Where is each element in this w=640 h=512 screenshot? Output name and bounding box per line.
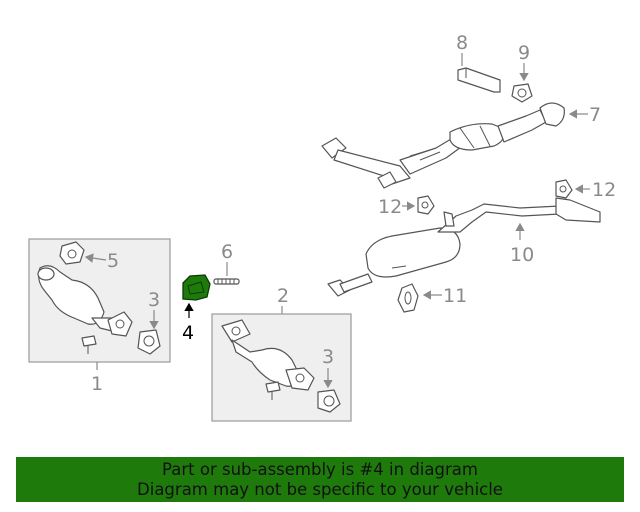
- callout-5-arrow: [84, 253, 107, 263]
- callout-3-right[interactable]: 3: [322, 346, 334, 368]
- banner-line-1: Part or sub-assembly is #4 in diagram: [162, 459, 478, 479]
- part-11-insulator: [397, 283, 419, 313]
- callout-10[interactable]: 10: [510, 244, 534, 266]
- info-banner: Part or sub-assembly is #4 in diagram Di…: [16, 457, 624, 502]
- callout-8[interactable]: 8: [456, 32, 468, 54]
- callout-7[interactable]: 7: [589, 104, 601, 126]
- callout-2[interactable]: 2: [277, 285, 289, 307]
- part-12-nut-right: [555, 179, 573, 199]
- part-7-front-pipe: [321, 102, 565, 189]
- callout-1[interactable]: 1: [91, 373, 103, 395]
- callout-3-left[interactable]: 3: [148, 289, 160, 311]
- callout-5[interactable]: 5: [107, 250, 119, 272]
- callout-11[interactable]: 11: [443, 285, 467, 307]
- callout-9[interactable]: 9: [518, 42, 530, 64]
- converter-assembly-2-group: [211, 313, 352, 422]
- callout-4[interactable]: 4: [182, 322, 194, 344]
- part-6-stud: [213, 278, 240, 285]
- part-4-heat-shield[interactable]: [182, 274, 211, 301]
- callout-12-right[interactable]: 12: [592, 179, 616, 201]
- callout-12-left[interactable]: 12: [378, 196, 402, 218]
- part-10-muffler-tailpipe: [327, 197, 601, 297]
- part-9-hanger: [511, 83, 533, 103]
- part-12-nut-left: [417, 195, 435, 215]
- callout-6[interactable]: 6: [221, 241, 233, 263]
- part-8-bracket: [457, 67, 501, 93]
- banner-line-2: Diagram may not be specific to your vehi…: [137, 479, 503, 499]
